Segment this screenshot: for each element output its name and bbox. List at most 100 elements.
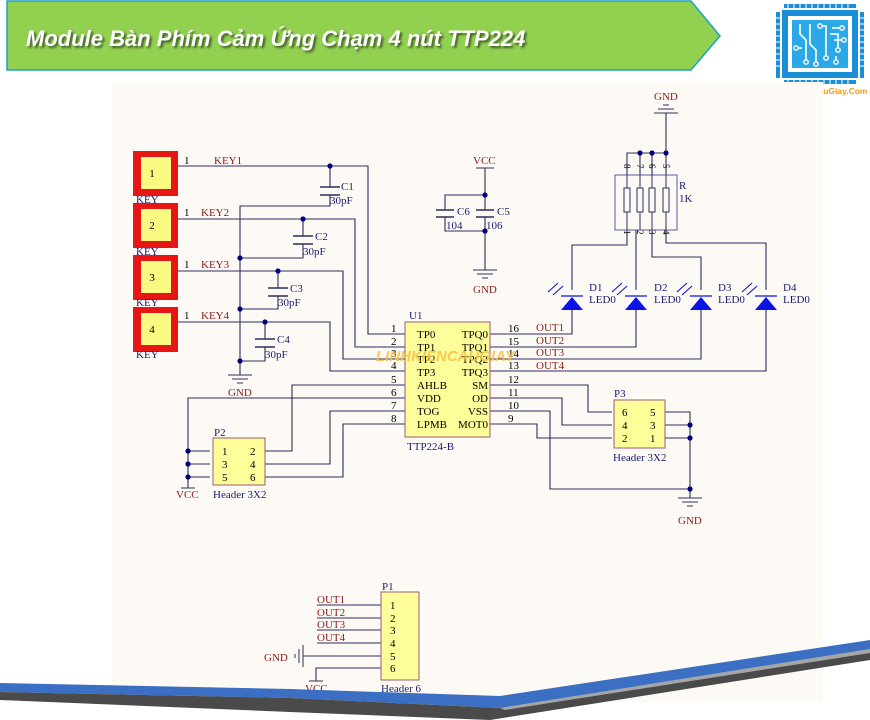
p3-part: Header 3X2 bbox=[613, 452, 666, 464]
u1-pin-name: TP3 bbox=[417, 367, 436, 379]
u1-pin-num: 10 bbox=[508, 400, 520, 412]
led-light-arrows bbox=[547, 282, 758, 296]
cap-value: 30pF bbox=[278, 297, 301, 309]
key-pin: 1 bbox=[184, 207, 190, 219]
key-pad-1 bbox=[133, 151, 178, 196]
p2-pin: 2 bbox=[250, 446, 256, 458]
wire-out1 bbox=[490, 310, 573, 335]
led-ref: D1 bbox=[589, 282, 602, 294]
led-ref: D2 bbox=[654, 282, 667, 294]
p1-ref: P1 bbox=[382, 581, 394, 593]
watermark: LINHKIENCAUGIAY bbox=[376, 348, 517, 365]
gnd-label: GND bbox=[678, 515, 702, 527]
u1-pin-num: 7 bbox=[391, 400, 397, 412]
gnd-label: GND bbox=[473, 284, 497, 296]
key-label: KEY bbox=[136, 297, 159, 309]
u1-pin-name: TPQ0 bbox=[462, 329, 489, 341]
p3-ref: P3 bbox=[614, 388, 626, 400]
net-label: OUT4 bbox=[317, 632, 346, 644]
cap-ref: C5 bbox=[497, 206, 510, 218]
wire-pin10 bbox=[490, 410, 690, 490]
p1-pin: 6 bbox=[390, 663, 396, 675]
net-label: OUT3 bbox=[536, 347, 565, 359]
key-num: 3 bbox=[149, 272, 155, 284]
junction-dots bbox=[185, 150, 693, 492]
wire-pin9 bbox=[490, 423, 612, 439]
key-pads bbox=[133, 151, 178, 352]
wire-pin5 bbox=[265, 384, 405, 452]
wire-out2 bbox=[490, 310, 637, 348]
p1-pin: 4 bbox=[390, 638, 396, 650]
r-pin: 2 bbox=[635, 230, 645, 235]
cap-ref: C6 bbox=[457, 206, 470, 218]
r-pin: 4 bbox=[661, 230, 671, 235]
cap-ref: C3 bbox=[290, 283, 303, 295]
key-label: KEY bbox=[136, 194, 159, 206]
key-pad-3 bbox=[133, 255, 178, 300]
wire-led4 bbox=[665, 230, 767, 290]
wire-pin12 bbox=[490, 384, 612, 413]
u1-pin-name: TPQ2 bbox=[462, 354, 488, 366]
p1-pin: 3 bbox=[390, 625, 396, 637]
u1-pin-num: 5 bbox=[391, 374, 397, 386]
net-label: KEY4 bbox=[201, 310, 230, 322]
gnd-label: GND bbox=[228, 387, 252, 399]
u1-pin-num: 8 bbox=[391, 413, 397, 425]
wire-pin8 bbox=[265, 423, 405, 478]
u1-pin-num: 14 bbox=[508, 348, 520, 360]
net-label: OUT1 bbox=[536, 322, 564, 334]
cap-ref: C4 bbox=[277, 334, 290, 346]
u1-pin-name: AHLB bbox=[417, 380, 447, 392]
p2-pin: 4 bbox=[250, 459, 256, 471]
key-pad-4 bbox=[133, 307, 178, 352]
p2-pin: 1 bbox=[222, 446, 228, 458]
net-label: KEY1 bbox=[214, 155, 242, 167]
led-symbols bbox=[561, 295, 777, 310]
u1-part: TTP224-B bbox=[407, 441, 454, 453]
key-pin: 1 bbox=[184, 310, 190, 322]
u1-pin-name: TPQ1 bbox=[462, 342, 488, 354]
net-label: OUT4 bbox=[536, 360, 565, 372]
u1-pin-num: 16 bbox=[508, 323, 520, 335]
wire-c4-gnd bbox=[240, 347, 266, 362]
led-ref: D3 bbox=[718, 282, 732, 294]
key-num: 2 bbox=[149, 220, 155, 232]
wire-led3 bbox=[651, 230, 702, 290]
u1-pin-name: TOG bbox=[417, 406, 439, 418]
page-title: Module Bàn Phím Cảm Ứng Chạm 4 nút TTP22… bbox=[26, 26, 526, 51]
cap-ref: C1 bbox=[341, 181, 354, 193]
u1-pin-num: 1 bbox=[391, 323, 397, 335]
u1-pin-name: TP0 bbox=[417, 329, 436, 341]
key-label: KEY bbox=[136, 349, 159, 361]
cap-value: 104 bbox=[446, 220, 463, 232]
u1-pin-name: VDD bbox=[417, 393, 441, 405]
wire-c1-gnd bbox=[239, 195, 331, 375]
u1-pin-num: 11 bbox=[508, 387, 519, 399]
wire-c2-gnd bbox=[240, 244, 304, 259]
wire-led1 bbox=[571, 230, 628, 290]
p2-part: Header 3X2 bbox=[213, 489, 266, 501]
wire-key2 bbox=[178, 218, 405, 348]
wire-c3-gnd bbox=[240, 296, 279, 310]
p2-body bbox=[212, 437, 266, 486]
gnd-symbols bbox=[181, 104, 702, 682]
u1-pin-name: SM bbox=[472, 380, 488, 392]
cap-value: 106 bbox=[486, 220, 503, 232]
u1-pin-num: 3 bbox=[391, 348, 397, 360]
gnd-label: GND bbox=[264, 652, 288, 664]
p2-pin: 3 bbox=[222, 459, 228, 471]
r-pin: 5 bbox=[661, 164, 671, 169]
u1-pin-name: TP1 bbox=[417, 342, 435, 354]
net-label: KEY3 bbox=[201, 259, 230, 271]
wire-pin7 bbox=[265, 410, 405, 465]
u1-pin-name: VSS bbox=[468, 406, 488, 418]
key-label: KEY bbox=[136, 246, 159, 258]
u1-pin-name: MOT0 bbox=[458, 419, 488, 431]
led-value: LED0 bbox=[589, 294, 616, 306]
r-pin: 1 bbox=[622, 230, 632, 235]
u1-pin-num: 15 bbox=[508, 336, 520, 348]
title-banner: Module Bàn Phím Cảm Ứng Chạm 4 nút TTP22… bbox=[6, 0, 726, 71]
wire-p1-vcc bbox=[315, 667, 381, 681]
wire-out4 bbox=[490, 310, 767, 372]
wire-key4 bbox=[178, 321, 405, 372]
